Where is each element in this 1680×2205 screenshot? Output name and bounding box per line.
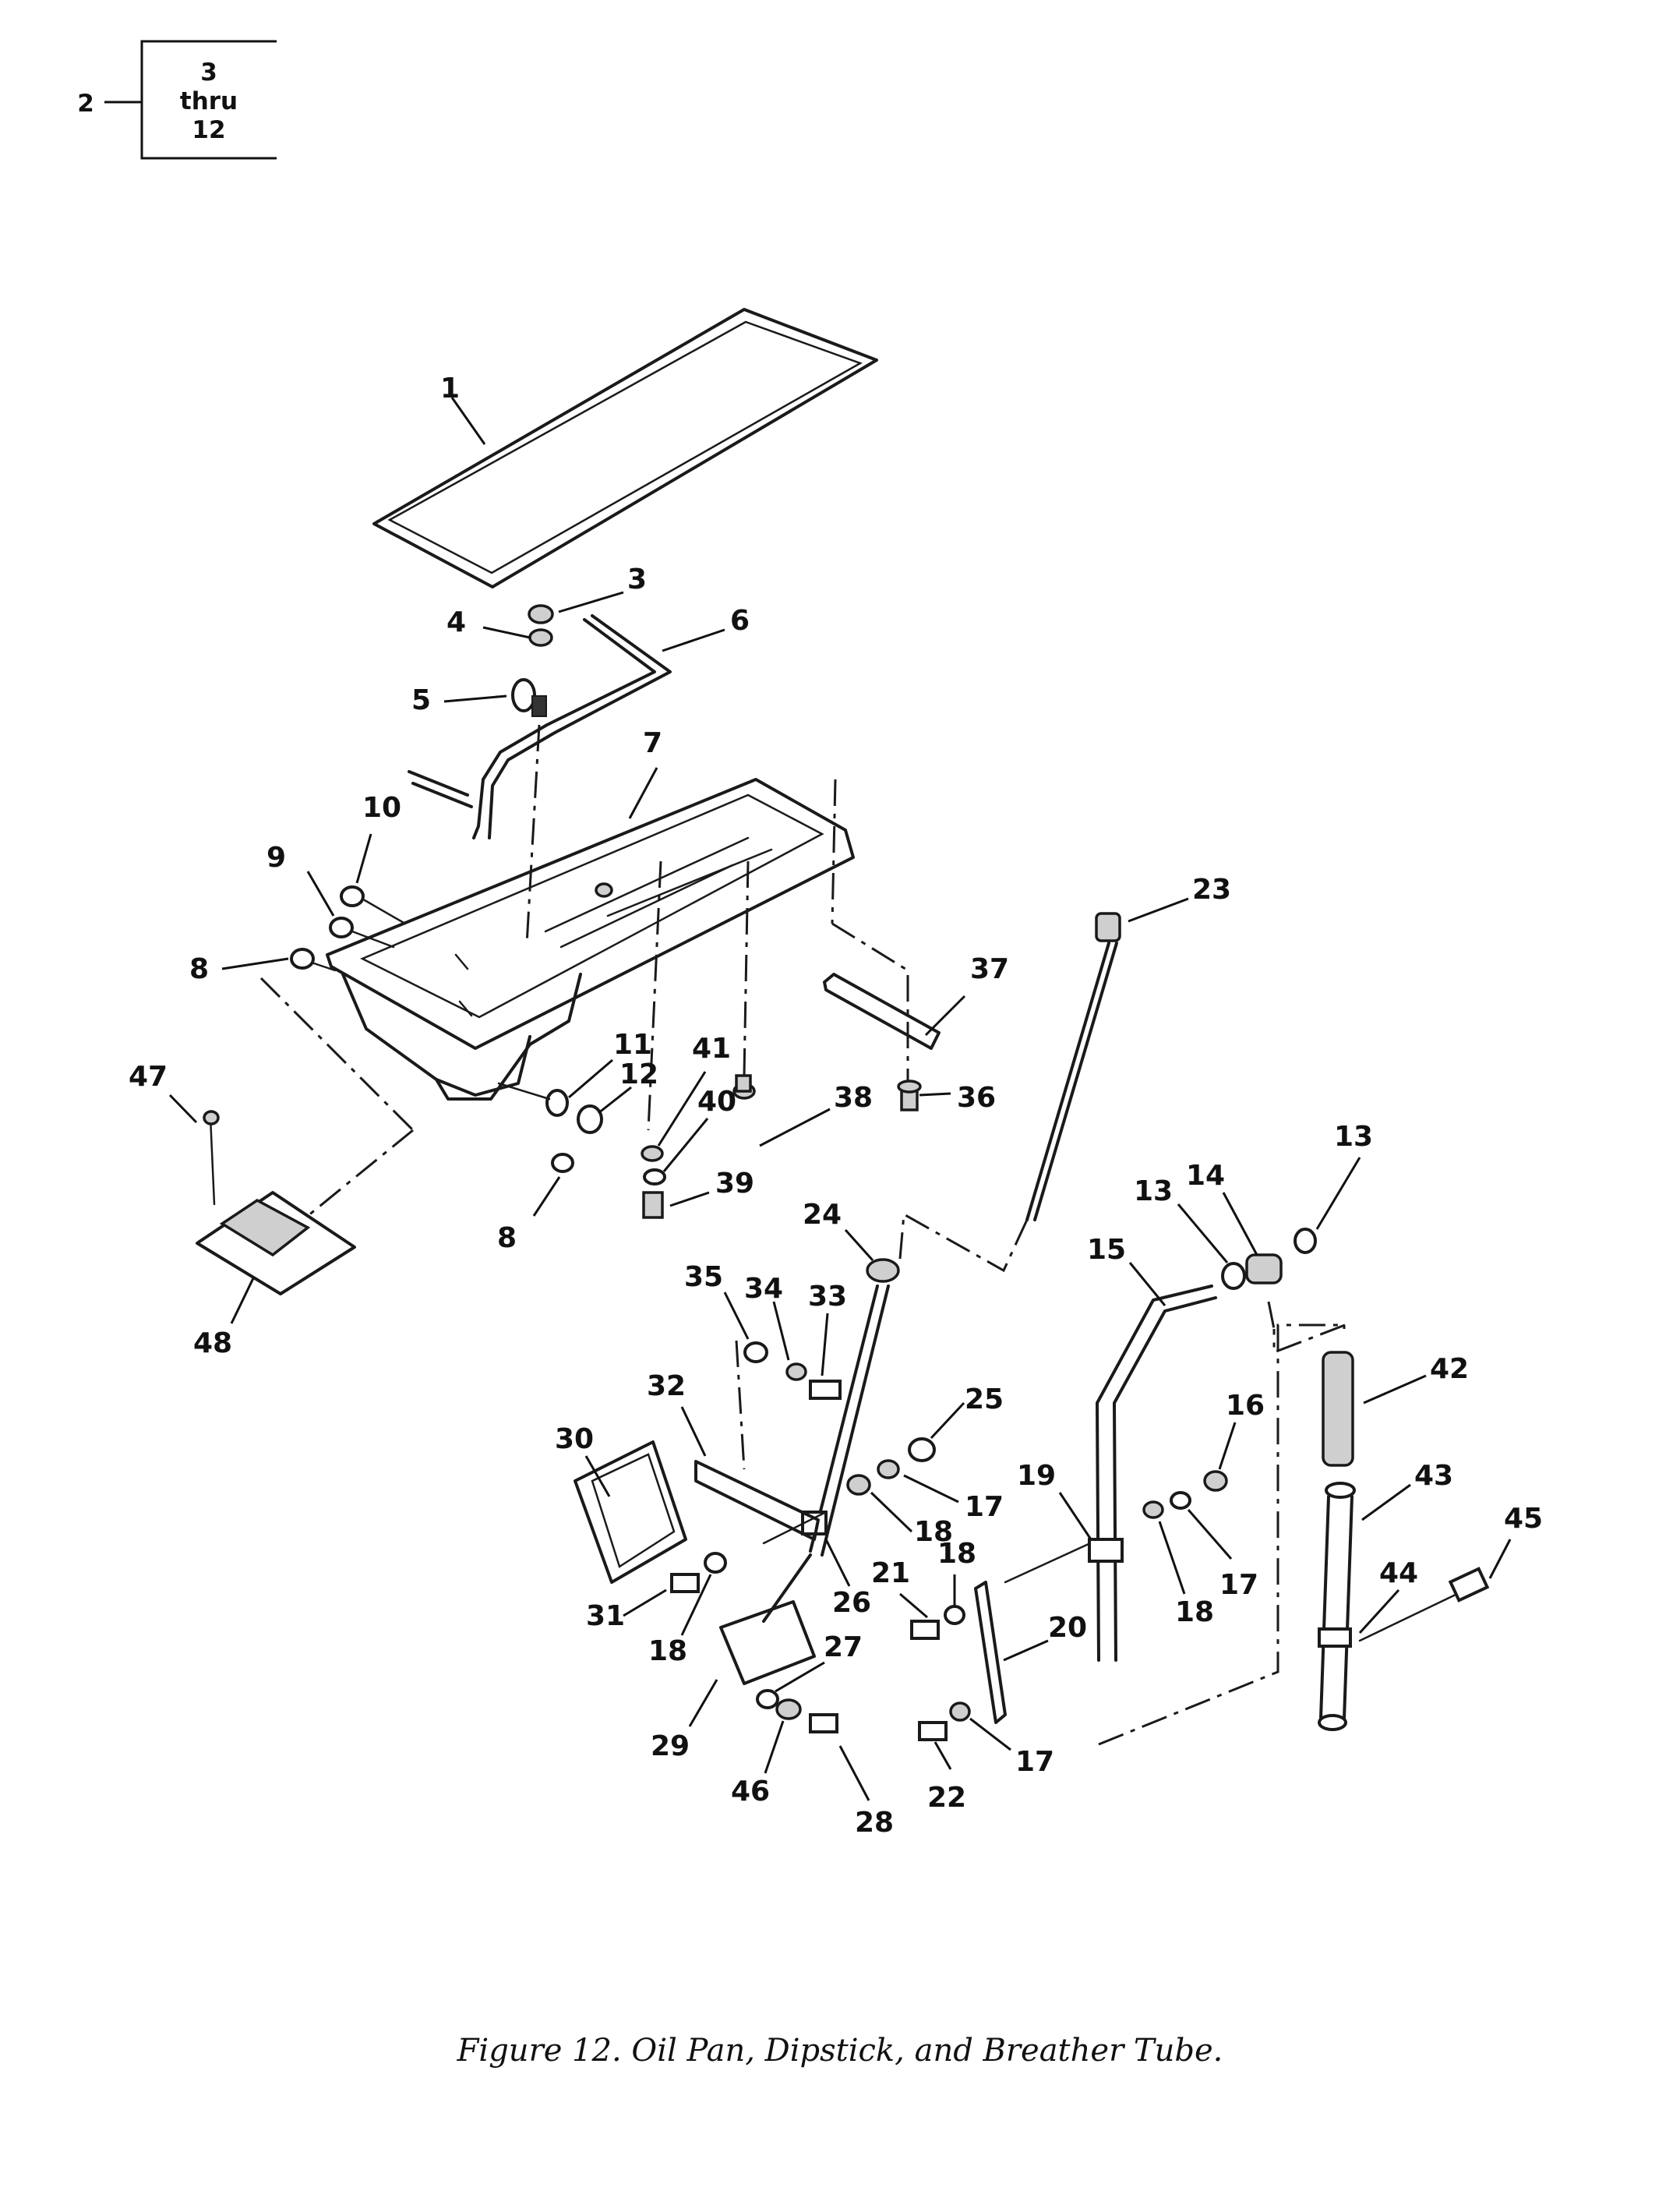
callout-label: 23 <box>1192 874 1231 906</box>
callout-label: 46 <box>731 1776 770 1807</box>
callout-label: 28 <box>855 1807 894 1839</box>
callout-label: 17 <box>965 1491 1004 1523</box>
callout-label: 17 <box>1219 1569 1258 1601</box>
callout-label: 37 <box>970 953 1009 985</box>
oil-pan <box>326 778 909 1131</box>
callout-label: 4 <box>446 606 466 638</box>
callout-label: 40 <box>697 1086 736 1118</box>
bracket <box>823 973 941 1111</box>
callout-label: 27 <box>824 1631 863 1663</box>
lower-breather-tube <box>1098 1301 1490 1746</box>
callout-label: 31 <box>586 1600 625 1632</box>
callout-label: 17 <box>1015 1746 1054 1778</box>
part-drawings <box>196 308 1490 1746</box>
callout-label: 21 <box>871 1557 910 1589</box>
cover-gasket <box>574 1440 727 1593</box>
callout-label: 20 <box>1048 1612 1087 1644</box>
callout-label: 14 <box>1186 1160 1225 1192</box>
callout-label: 26 <box>832 1587 871 1619</box>
callout-label: 34 <box>744 1273 783 1305</box>
callout-label: 3 <box>627 564 647 595</box>
index-tree-parent: 2 <box>77 90 94 118</box>
callout-label: 13 <box>1134 1175 1173 1207</box>
callout-label: 32 <box>647 1370 686 1402</box>
callout-label: 22 <box>927 1782 966 1814</box>
clamp-plate <box>910 1538 1100 1741</box>
dipstick <box>1025 912 1121 1221</box>
callout-label: 7 <box>643 727 662 759</box>
callout-label: 25 <box>965 1383 1004 1415</box>
index-tree-child-1: 3 <box>200 58 217 87</box>
callout-label: 5 <box>411 684 431 716</box>
callout-label: 45 <box>1504 1503 1543 1535</box>
callout-label: 16 <box>1226 1390 1265 1422</box>
nut-washer-clamp <box>511 604 554 945</box>
callout-label: 1 <box>440 373 460 405</box>
side-plug <box>497 1082 603 1134</box>
washers-nut-left <box>762 1437 936 1545</box>
callout-label: 48 <box>193 1327 232 1359</box>
callout-label: 18 <box>914 1516 953 1548</box>
callout-label: 15 <box>1087 1234 1126 1266</box>
index-tree: 2 3 thru 12 <box>77 40 277 160</box>
callout-label: 44 <box>1379 1557 1418 1589</box>
callout-label: 13 <box>1334 1121 1373 1153</box>
callout-label: 29 <box>651 1730 690 1762</box>
callout-label: 11 <box>613 1029 652 1061</box>
flange-plate <box>719 1600 838 1733</box>
callout-label: 18 <box>937 1538 976 1570</box>
index-tree-child-2: thru <box>180 87 238 115</box>
hose-and-clamps <box>1221 1228 1317 1290</box>
oil-pan-gasket <box>372 308 878 588</box>
index-tree-child-3: 12 <box>192 116 225 144</box>
callout-label: 47 <box>129 1061 168 1093</box>
callout-label: 36 <box>957 1082 996 1114</box>
callout-label: 24 <box>803 1199 842 1231</box>
callout-label: 8 <box>497 1222 517 1254</box>
callout-label: 35 <box>684 1261 723 1293</box>
callout-label: 39 <box>715 1168 754 1200</box>
callout-label: 18 <box>648 1635 687 1667</box>
callout-label: 6 <box>730 605 750 637</box>
callout-label: 42 <box>1430 1353 1469 1385</box>
breather-tube <box>1088 1284 1228 1662</box>
callout-label: 10 <box>362 792 401 824</box>
callout-label: 19 <box>1017 1460 1056 1492</box>
callout-label: 41 <box>692 1033 731 1065</box>
callout-label: 30 <box>555 1423 594 1455</box>
tube-bracket <box>694 1340 842 1541</box>
callout-label: 33 <box>808 1281 847 1313</box>
callout-label: 12 <box>619 1058 658 1090</box>
oil-tube <box>408 614 672 839</box>
bolt-stack <box>641 1074 756 1219</box>
drain-plugs <box>290 885 574 1173</box>
callout-label: 8 <box>189 953 209 985</box>
callouts: 1 3 4 5 6 7 10 9 8 8 11 12 41 40 39 38 2… <box>129 373 1543 1839</box>
callout-label: 43 <box>1414 1460 1453 1492</box>
callout-label: 18 <box>1175 1596 1214 1628</box>
callout-label: 38 <box>834 1082 873 1114</box>
oil-heater <box>196 977 415 1295</box>
callout-label: 9 <box>266 842 286 874</box>
figure-caption: Figure 12. Oil Pan, Dipstick, and Breath… <box>457 2033 1223 2069</box>
